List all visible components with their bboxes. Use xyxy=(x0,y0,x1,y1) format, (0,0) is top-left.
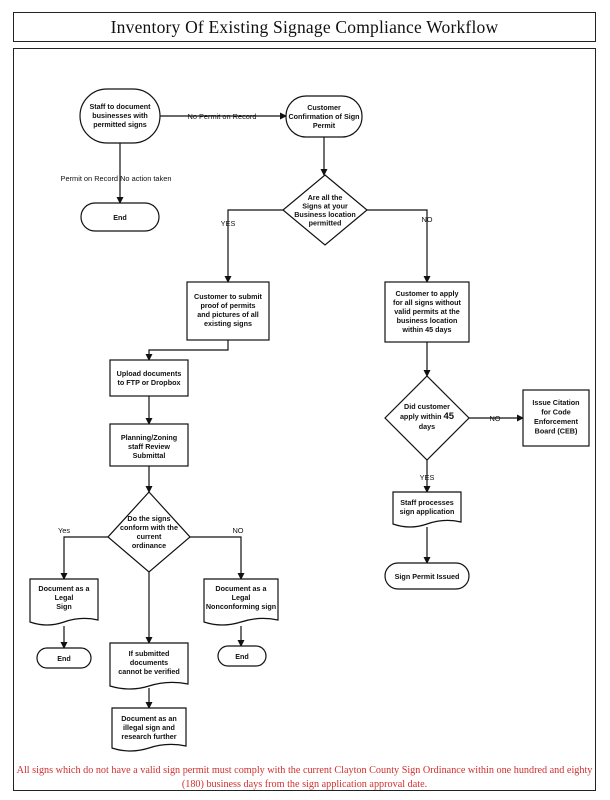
edge-label-no-permit: No Permit on Record xyxy=(187,112,256,121)
edge-label-permit-on-record: Permit on Record No action taken xyxy=(61,174,172,183)
edge-conform-yes xyxy=(60,536,108,580)
edge-conform-no xyxy=(190,536,245,580)
node-end-top: End xyxy=(80,202,160,232)
edge-decision-yes xyxy=(224,209,283,283)
node-end-legal: End xyxy=(36,647,92,669)
node-end-nonconforming: End xyxy=(217,645,267,667)
page-title: Inventory Of Existing Signage Compliance… xyxy=(110,16,499,37)
edge-label-yes-legal: Yes xyxy=(58,526,70,535)
footer-note: All signs which do not have a valid sign… xyxy=(16,765,593,790)
title-box: Inventory Of Existing Signage Compliance… xyxy=(13,12,596,42)
svg-text:End: End xyxy=(235,652,249,661)
edge-label-yes-upper: YES xyxy=(221,219,236,228)
svg-text:Sign Permit Issued: Sign Permit Issued xyxy=(395,572,460,581)
diagram-frame xyxy=(13,48,596,791)
edge-label-no-upper: NO xyxy=(421,215,432,224)
svg-text:End: End xyxy=(113,213,127,222)
svg-text:End: End xyxy=(57,654,71,663)
edge-decision-no xyxy=(367,209,431,283)
edge-label-no-citation: NO xyxy=(489,414,500,423)
edge-label-yes-processes: YES xyxy=(420,473,435,482)
edge-label-no-nonconforming: NO xyxy=(232,526,243,535)
node-sign-permit-issued: Sign Permit Issued xyxy=(384,562,470,590)
edge-proof-to-upload xyxy=(145,340,229,361)
